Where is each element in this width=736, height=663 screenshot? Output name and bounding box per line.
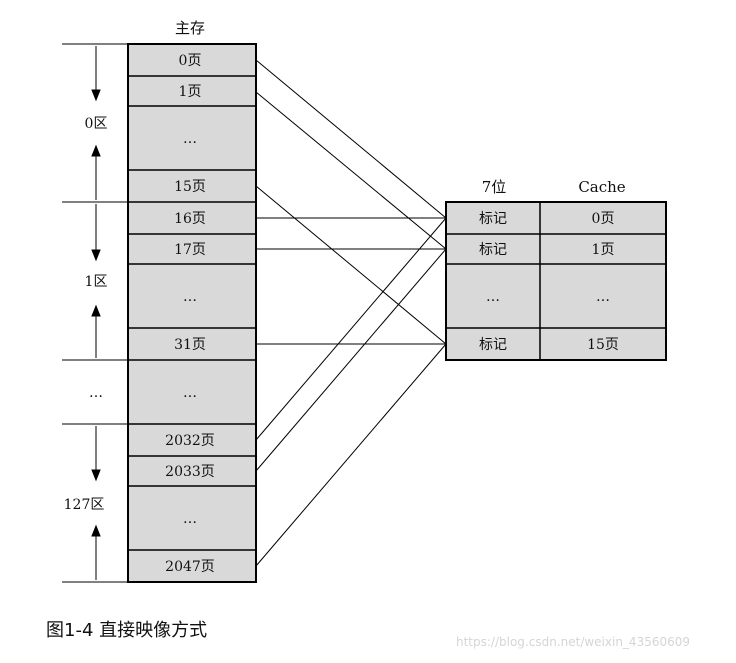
mapping-lines xyxy=(255,59,447,567)
memory-cell-2033: 2033页 xyxy=(165,464,215,480)
cache-tag-header: 7位 xyxy=(482,178,507,196)
diagram-canvas: 主存 0页 1页 … 15页 16页 17页 … 31页 … 2032页 203… xyxy=(62,19,667,583)
memory-cell-1: 1页 xyxy=(179,84,202,100)
arrow-up-icon xyxy=(91,304,101,317)
main-memory-column: 0页 1页 … 15页 16页 17页 … 31页 … 2032页 2033页 … xyxy=(127,43,257,583)
cache-table: 标记 0页 标记 1页 … … 标记 15页 xyxy=(445,201,667,361)
memory-cell-2047: 2047页 xyxy=(165,559,215,575)
cache-tag-ellipsis: … xyxy=(486,289,500,305)
arrow-down-icon xyxy=(91,249,101,262)
region-boundaries xyxy=(62,43,128,583)
cache-tag-15: 标记 xyxy=(479,337,507,353)
region-arrows xyxy=(91,46,101,580)
memory-cell-2032: 2032页 xyxy=(165,433,215,449)
arrow-up-icon xyxy=(91,524,101,537)
cache-data-header: Cache xyxy=(578,178,625,196)
memory-cell-ellipsis: … xyxy=(183,131,197,147)
main-memory-box xyxy=(127,43,257,583)
region-label-1: 1区 xyxy=(85,274,108,290)
cache-tag-0: 标记 xyxy=(479,211,507,227)
cache-tag-1: 标记 xyxy=(479,242,507,258)
region-label-127: 127区 xyxy=(64,497,105,513)
cache-page-ellipsis: … xyxy=(596,289,610,305)
region-label-0: 0区 xyxy=(85,116,108,132)
cache-page-0: 0页 xyxy=(592,211,615,227)
memory-cell-31: 31页 xyxy=(174,337,206,353)
arrow-down-icon xyxy=(91,469,101,482)
cache-page-1: 1页 xyxy=(592,242,615,258)
arrow-up-icon xyxy=(91,144,101,157)
watermark-url: https://blog.csdn.net/weixin_43560609 xyxy=(456,635,691,649)
arrow-down-icon xyxy=(91,89,101,102)
figure-caption: 图1-4 直接映像方式 xyxy=(46,620,208,641)
memory-cell-15: 15页 xyxy=(174,179,206,195)
main-memory-title: 主存 xyxy=(175,19,205,37)
memory-cell-ellipsis: … xyxy=(183,289,197,305)
cache-page-15: 15页 xyxy=(587,337,619,353)
memory-cell-17: 17页 xyxy=(174,242,206,258)
memory-cell-ellipsis: … xyxy=(183,385,197,401)
memory-cell-0: 0页 xyxy=(179,53,202,69)
cache-box xyxy=(445,201,667,361)
region-label-ellipsis: … xyxy=(89,385,103,401)
memory-cell-16: 16页 xyxy=(174,211,206,227)
memory-cell-ellipsis: … xyxy=(183,511,197,527)
